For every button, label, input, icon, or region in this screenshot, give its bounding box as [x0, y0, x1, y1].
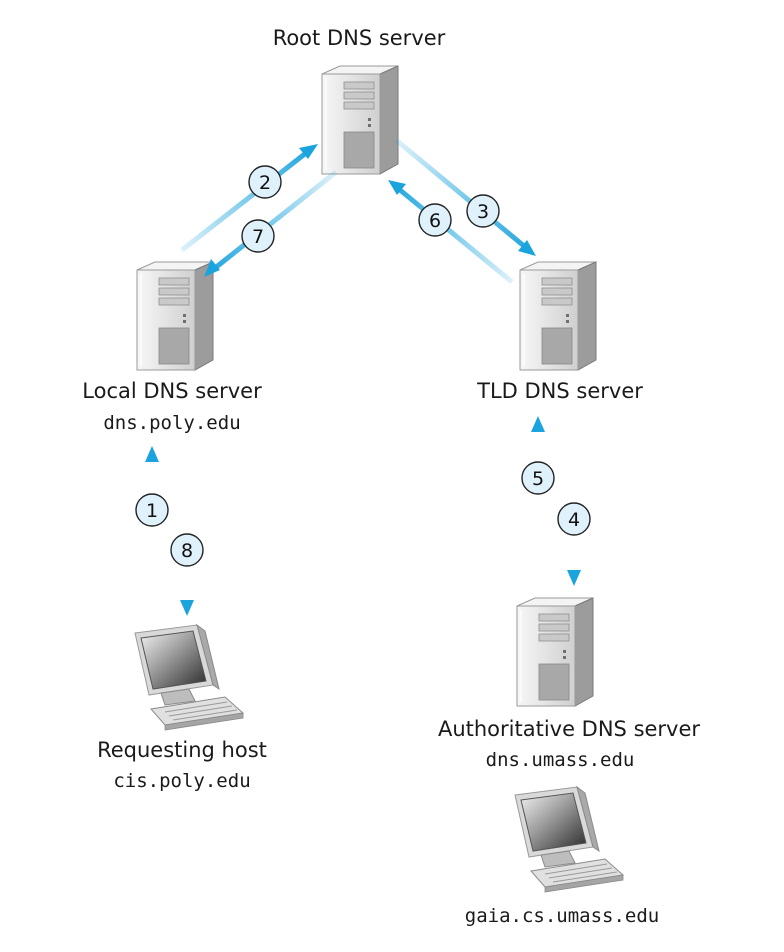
step-badge-1: 1: [135, 493, 169, 527]
arrow-step-8: [180, 450, 194, 616]
gaia-host-hostname: gaia.cs.umass.edu: [464, 905, 660, 927]
step-badge-8: 8: [170, 533, 204, 567]
root-dns-server-icon: [321, 65, 399, 175]
tld-dns-server-icon: [519, 261, 597, 371]
authoritative-dns-server-label: Authoritative DNS server: [437, 717, 701, 741]
local-dns-server-label: Local DNS server: [82, 379, 262, 403]
step-badge-4: 4: [557, 502, 591, 536]
arrow-step-5: [531, 416, 545, 590]
root-dns-server-label: Root DNS server: [272, 26, 446, 50]
gaia-host-computer-icon: [514, 786, 624, 893]
requesting-host-label: Requesting host: [97, 738, 267, 762]
step-badge-5: 5: [521, 461, 555, 495]
requesting-host-computer-icon: [134, 624, 244, 731]
step-number-7: 7: [252, 226, 264, 248]
step-number-5: 5: [532, 468, 544, 490]
local-dns-server-icon: [136, 261, 214, 371]
requesting-host-hostname: cis.poly.edu: [113, 770, 251, 792]
step-badge-3: 3: [466, 194, 500, 228]
step-badge-7: 7: [241, 219, 275, 253]
tld-dns-server-label: TLD DNS server: [477, 379, 643, 403]
authoritative-dns-server-icon: [516, 597, 594, 707]
arrow-step-3: [394, 138, 536, 256]
step-number-4: 4: [568, 509, 580, 531]
step-badge-6: 6: [418, 203, 452, 237]
local-dns-server-hostname: dns.poly.edu: [103, 412, 241, 434]
arrow-step-6: [388, 180, 514, 284]
step-number-1: 1: [146, 500, 158, 522]
step-number-2: 2: [259, 172, 271, 194]
arrow-step-1: [145, 446, 159, 618]
step-number-8: 8: [181, 540, 193, 562]
arrow-step-4: [567, 420, 581, 586]
step-number-3: 3: [477, 201, 489, 223]
step-badge-2: 2: [248, 165, 282, 199]
step-number-6: 6: [429, 210, 441, 232]
authoritative-dns-server-hostname: dns.umass.edu: [485, 749, 635, 771]
arrow-step-2: [180, 144, 318, 252]
arrow-step-7: [204, 170, 338, 277]
